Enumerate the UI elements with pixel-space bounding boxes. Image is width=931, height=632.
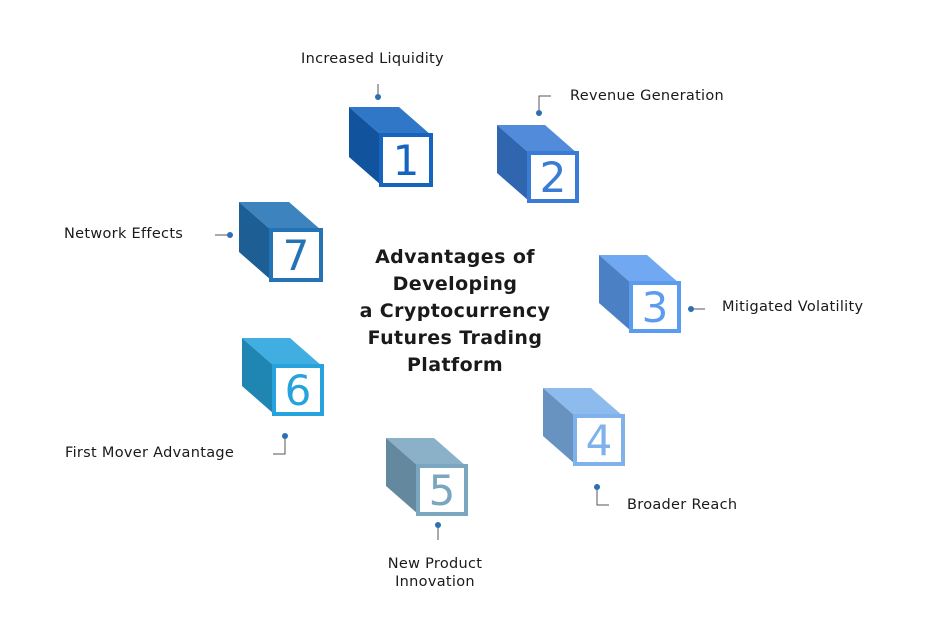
cube-7-top-face (239, 202, 321, 230)
cube-4-side-face (543, 388, 575, 464)
label-network-effects: Network Effects (64, 226, 184, 242)
label-first-mover-advantage: First Mover Advantage (65, 445, 235, 461)
label-new-product-line-2: Innovation (395, 574, 475, 590)
connector-dot-6 (282, 433, 288, 439)
cube-1-top-face (349, 107, 431, 135)
cube-7-number: 7 (283, 231, 310, 280)
cube-5-top-face (386, 438, 466, 466)
label-increased-liquidity: Increased Liquidity (301, 51, 444, 67)
title-line-3: a Cryptocurrency (359, 300, 551, 322)
cube-2-side-face (497, 125, 529, 201)
connector-line-2 (538, 95, 551, 113)
cube-1-front-face (379, 133, 433, 187)
cube-5-side-face (386, 438, 418, 514)
title-line-4: Futures Trading (367, 327, 543, 349)
cube-6-number: 6 (285, 366, 312, 415)
title-line-1: Advantages of (375, 246, 535, 268)
connector-dot-4 (594, 484, 600, 490)
title-line-2: Developing (392, 273, 518, 295)
cube-7-front-face (269, 228, 323, 282)
connector-dot-2 (536, 110, 542, 116)
title-line-5: Platform (406, 354, 504, 376)
label-mitigated-volatility: Mitigated Volatility (722, 299, 864, 315)
cube-3-top-face (599, 255, 679, 283)
cube-3-number: 3 (642, 283, 669, 332)
label-new-product-line-1: New Product (387, 556, 483, 572)
connector-dot-1 (375, 94, 381, 100)
cube-4-front-face (573, 414, 625, 466)
connector-dot-7 (227, 232, 233, 238)
cube-5-number: 5 (429, 466, 456, 515)
cube-6-front-face (272, 364, 324, 416)
connector-line-4 (596, 487, 609, 506)
cube-2-number: 2 (540, 153, 567, 202)
cube-1-side-face (349, 107, 381, 185)
cube-4-number: 4 (586, 416, 613, 465)
cube-2-top-face (497, 125, 577, 153)
connector-dot-3 (688, 306, 694, 312)
cube-5-front-face (416, 464, 468, 516)
cube-6-side-face (242, 338, 274, 414)
label-broader-reach: Broader Reach (627, 497, 738, 513)
connector-line-6 (273, 436, 286, 455)
diagram-title: Advantages of Developing a Cryptocurrenc… (335, 244, 575, 379)
cube-2-front-face (527, 151, 579, 203)
cube-4-top-face (543, 388, 623, 416)
label-new-product-innovation: New Product Innovation (365, 555, 505, 591)
cube-1-number: 1 (393, 136, 420, 185)
cube-7-side-face (239, 202, 271, 280)
cube-6-top-face (242, 338, 322, 366)
cube-3-front-face (629, 281, 681, 333)
cube-3-side-face (599, 255, 631, 331)
label-revenue-generation: Revenue Generation (570, 88, 725, 104)
connector-dot-5 (435, 522, 441, 528)
